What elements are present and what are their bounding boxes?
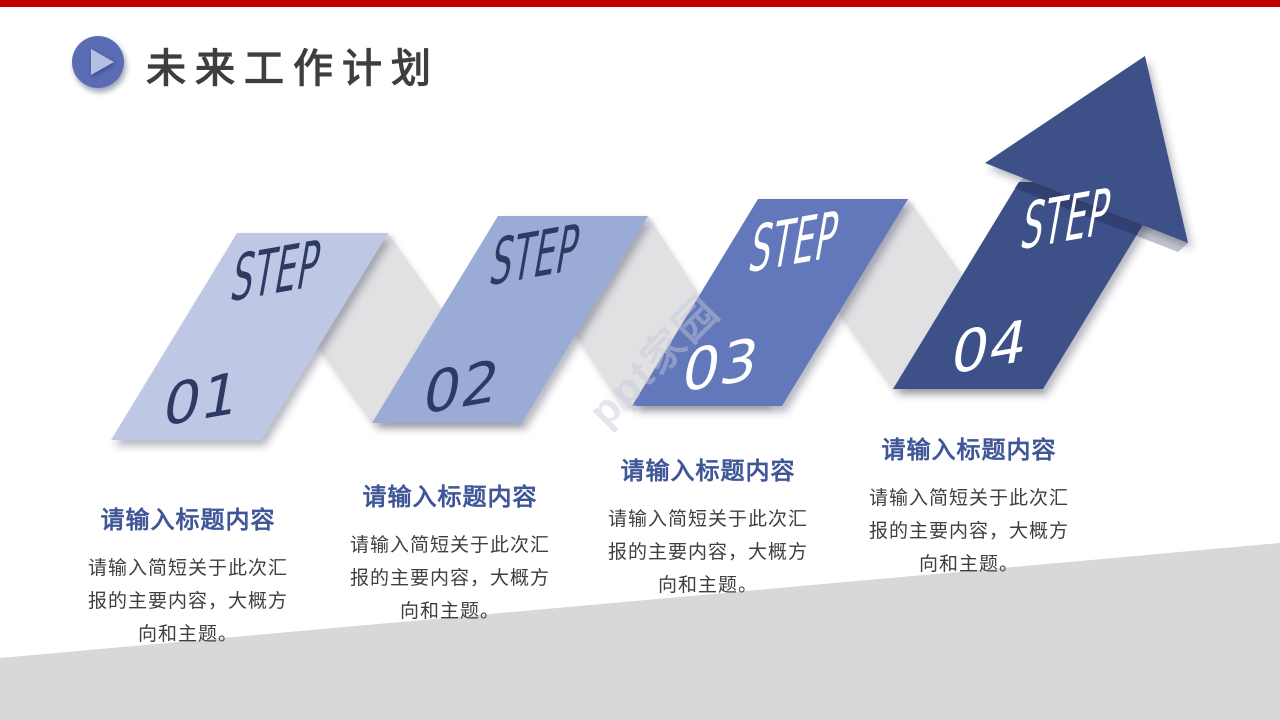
slide-title: 未来工作计划 xyxy=(146,47,440,91)
step-3-body: 请输入简短关于此次汇报的主要内容，大概方向和主题。 xyxy=(607,509,808,596)
step-4-text-block[interactable]: 请输入标题内容 请输入简短关于此次汇报的主要内容，大概方向和主题。 xyxy=(862,430,1076,581)
step-3-label: STEP xyxy=(744,198,844,289)
step-1-text-block[interactable]: 请输入标题内容 请输入简短关于此次汇报的主要内容，大概方向和主题。 xyxy=(81,500,295,651)
step-1-heading: 请输入标题内容 xyxy=(100,507,276,534)
step-3-number: 03 xyxy=(677,324,765,406)
step-1-number: 01 xyxy=(158,358,246,440)
step-1-label: STEP xyxy=(226,227,326,318)
step-3-panel[interactable] xyxy=(632,199,908,406)
step-2-heading: 请输入标题内容 xyxy=(362,484,538,511)
step-2-number: 02 xyxy=(418,346,506,428)
step-1-panel[interactable] xyxy=(111,233,388,440)
step-4-heading: 请输入标题内容 xyxy=(881,437,1057,464)
step-2-panel[interactable] xyxy=(372,216,648,423)
step-3-heading: 请输入标题内容 xyxy=(620,458,796,485)
step-2-text-block[interactable]: 请输入标题内容 请输入简短关于此次汇报的主要内容，大概方向和主题。 xyxy=(343,477,557,628)
step-2-body: 请输入简短关于此次汇报的主要内容，大概方向和主题。 xyxy=(349,535,550,622)
step-4-arrow-shaft[interactable] xyxy=(893,182,1169,389)
play-triangle-icon xyxy=(91,49,114,75)
step-1-body: 请输入简短关于此次汇报的主要内容，大概方向和主题。 xyxy=(87,558,288,645)
slide-header: 未来工作计划 xyxy=(0,0,1280,110)
top-accent-bar xyxy=(0,0,1280,7)
step-4-arrowhead[interactable] xyxy=(985,56,1188,243)
arrowhead-seam-shadow xyxy=(1014,178,1188,252)
ground-wedge xyxy=(0,543,1280,720)
play-icon xyxy=(72,36,124,88)
step-4-label: STEP xyxy=(1016,175,1116,266)
step-3-text-block[interactable]: 请输入标题内容 请输入简短关于此次汇报的主要内容，大概方向和主题。 xyxy=(601,451,815,602)
step-4-number: 04 xyxy=(946,306,1034,388)
step-2-label: STEP xyxy=(485,211,585,302)
step-4-body: 请输入简短关于此次汇报的主要内容，大概方向和主题。 xyxy=(868,488,1069,575)
